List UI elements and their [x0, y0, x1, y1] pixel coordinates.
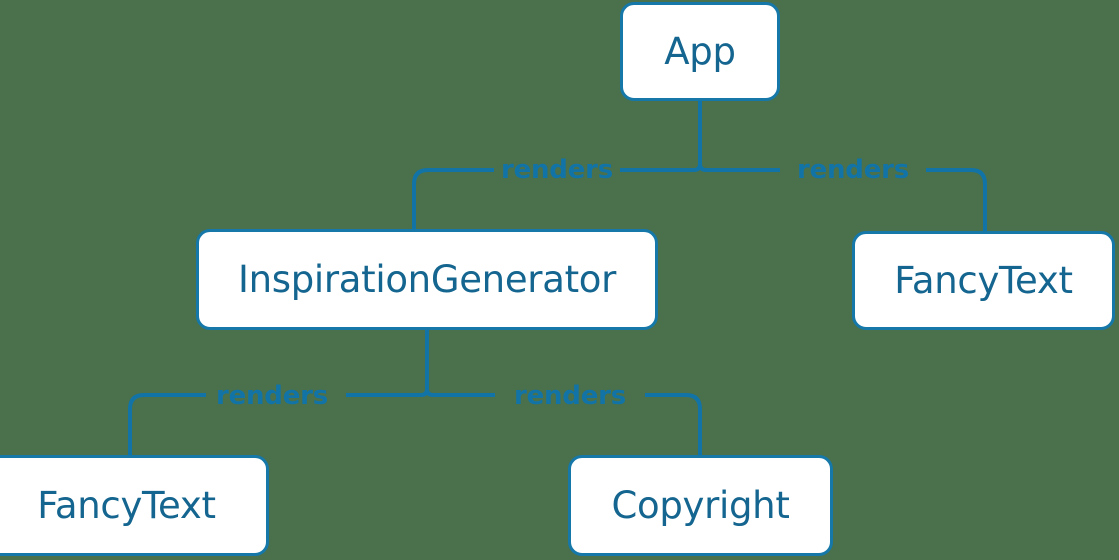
node-fancytext-left-label: FancyText [37, 484, 216, 527]
node-fancytext-right[interactable]: FancyText [852, 231, 1115, 330]
node-inspirationgenerator-label: InspirationGenerator [237, 258, 617, 301]
edge-label-inspirationgenerator-to-fancytext-left: renders [215, 381, 329, 411]
edge-label-app-to-inspirationgenerator: renders [500, 155, 614, 185]
edge-label-app-to-fancytext-right: renders [796, 155, 910, 185]
node-fancytext-left[interactable]: FancyText [0, 455, 269, 556]
edge-inspgen-stem-mirror [420, 388, 429, 397]
edge-label-inspirationgenerator-to-copyright: renders [513, 381, 627, 411]
edge-app-to-inspgen-left-run [412, 168, 494, 229]
edge-inspgen-to-copyright-right-run [645, 393, 702, 455]
edge-inspgen-stem [425, 330, 434, 397]
edge-inspgen-to-fancy-left-run [128, 393, 206, 455]
node-app-label: App [664, 30, 736, 73]
edge-app-to-fancy-right-run [926, 168, 987, 231]
node-copyright[interactable]: Copyright [568, 455, 833, 556]
node-inspirationgenerator[interactable]: InspirationGenerator [196, 229, 658, 330]
node-app[interactable]: App [620, 2, 780, 101]
edge-app-stem-mirror [693, 163, 702, 172]
node-fancytext-right-label: FancyText [894, 259, 1073, 302]
edge-app-stem [698, 101, 707, 172]
node-copyright-label: Copyright [611, 484, 790, 527]
